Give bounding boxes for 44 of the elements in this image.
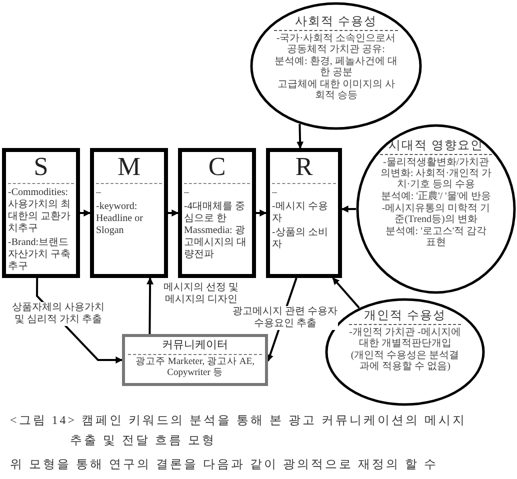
- stage-letter: R: [294, 153, 314, 181]
- factor-ellipse: [356, 124, 516, 294]
- stage-text: –: [184, 187, 190, 199]
- ellipse-text: -물리적생활변화/가치관의변화: 사회적·개인적 가치·기호 등의 수용: [380, 157, 492, 190]
- stage-box: [2, 148, 80, 278]
- arrow: [146, 277, 154, 334]
- stage-text: -4대매체를 중심으로 한 Massmedia: 광고메시지의 대량전파: [184, 201, 248, 261]
- arrow: [296, 124, 304, 149]
- ellipse-text: 분석예: 환경, 페놀사건에 대한 공분: [274, 56, 398, 78]
- stage-box: [266, 148, 342, 278]
- stage-text: -Brand:브랜드자산가치 구축 추구: [8, 237, 72, 273]
- arrow: [168, 210, 179, 216]
- stage-letter: C: [207, 153, 227, 181]
- stage-text: -메시지 수용자: [272, 201, 329, 225]
- stage-letter: S: [32, 153, 50, 181]
- ellipse-title: 사회적 수용성: [295, 14, 377, 28]
- arrow: [80, 210, 91, 216]
- stage-text: -Commodities:사용가치의 최대한의 교환가치추구: [8, 187, 72, 235]
- edge-label: 광고메시지 관련 수용자 수용요인 추출: [232, 306, 338, 330]
- ellipse-title: 시대적 영향요인: [388, 138, 484, 152]
- stage-text: -keyword: Headline or Slogan: [96, 201, 144, 237]
- ellipse-text: -국가·사회적 소속인으로서 공동체적 가치관 공유:: [275, 33, 397, 55]
- stage-text: –: [96, 187, 102, 199]
- ellipse-text: -메시지유통의 미학적 기준(Trend등)의 변화: [380, 203, 492, 225]
- stage-box: [178, 148, 256, 278]
- communicator-text: 광고주 Marketer, 광고사 AE, Copywriter 등: [134, 357, 256, 379]
- stage-text: –: [272, 187, 278, 199]
- stage-letter: M: [116, 153, 142, 181]
- factor-ellipse: [250, 2, 422, 130]
- ellipse-text: 분석예: '正農'/ '물'에 반응: [380, 191, 492, 202]
- ellipse-text: 고급체에 대한 이미지의 사회적 승등: [276, 79, 396, 101]
- stage-text: -상품의 소비자: [272, 227, 329, 251]
- arrow: [341, 206, 356, 213]
- figure-caption: <그림 14> 캠페인 키워드의 분석을 통해 본 광고 커뮤니케이션의 메시지 추출 및 전달 흐름 모형: [10, 412, 468, 449]
- ellipse-text: -개인적 가치관 -메시지에 대한 개별적판단개입: [349, 327, 461, 349]
- arrow: [332, 277, 360, 308]
- arrow: [256, 210, 267, 216]
- communicator-title: 커뮤니케이터: [162, 339, 228, 352]
- ellipse-title: 개인적 수용성: [364, 308, 446, 322]
- ellipse-text: (개인적 수용성은 분석결과에 적용할 수 없음): [350, 350, 460, 372]
- body-text: 위 모형을 통해 연구의 결론을 다음과 같이 광의적으로 재정의 할 수: [10, 456, 439, 473]
- communicator-box: [122, 334, 268, 386]
- ellipse-text: 분석예: '로고스'적 감각 표현: [384, 226, 488, 248]
- stage-box: [90, 148, 168, 278]
